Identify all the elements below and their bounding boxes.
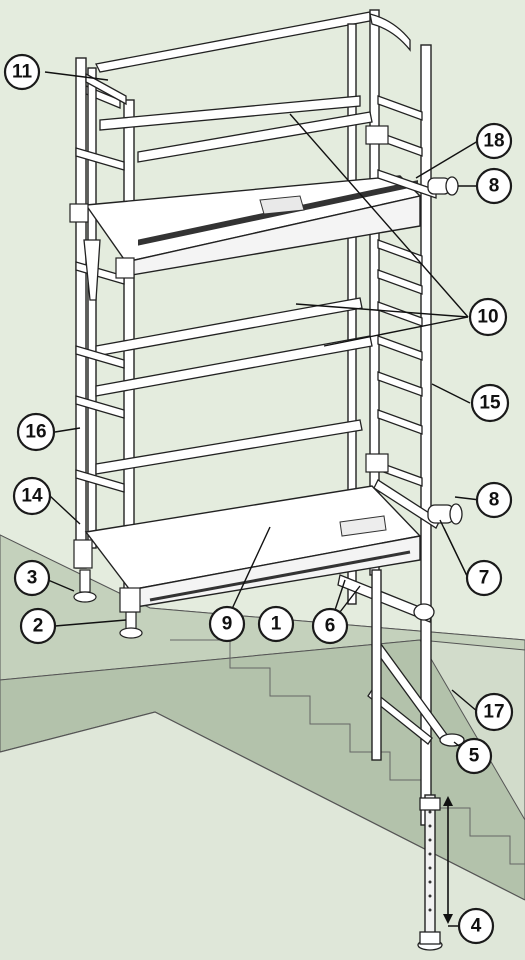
callout-18: 18	[475, 122, 513, 160]
callout-11: 11	[3, 53, 41, 91]
svg-text:11: 11	[12, 62, 33, 83]
svg-text:1: 1	[271, 614, 282, 635]
svg-text:6: 6	[325, 616, 336, 637]
svg-text:3: 3	[27, 568, 38, 589]
castor-wheels	[69, 203, 143, 639]
clamps	[365, 125, 463, 525]
callout-9: 9	[208, 605, 246, 643]
svg-text:8: 8	[489, 176, 500, 197]
callout-14: 14	[12, 476, 52, 516]
svg-text:16: 16	[25, 422, 46, 443]
callout-16: 16	[16, 412, 56, 452]
ladder-rungs	[377, 95, 423, 487]
leader-lines	[44, 71, 481, 927]
svg-text:4: 4	[471, 916, 482, 937]
callout-1: 1	[257, 605, 295, 643]
callout-6: 6	[311, 607, 349, 645]
scaffold-frame	[69, 9, 465, 951]
callout-5: 5	[455, 737, 493, 775]
stabiliser	[337, 569, 465, 761]
stair-side-wall	[0, 639, 525, 901]
svg-text:5: 5	[469, 746, 480, 767]
staircase	[0, 534, 525, 960]
back-right-post-inner	[347, 23, 357, 605]
callout-10: 10	[468, 297, 508, 337]
back-left-post	[75, 57, 87, 569]
callout-8-upper: 8	[475, 167, 513, 205]
lower-platform	[84, 485, 422, 609]
svg-text:10: 10	[477, 307, 498, 328]
adjustable-leg	[417, 794, 453, 951]
svg-text:14: 14	[21, 486, 43, 507]
callout-3: 3	[13, 559, 51, 597]
outrigger-post	[371, 569, 382, 761]
callout-4: 4	[457, 907, 495, 945]
upper-platform	[84, 175, 422, 277]
callout-17: 17	[474, 692, 514, 732]
svg-text:17: 17	[483, 702, 504, 723]
left-rungs	[75, 147, 125, 493]
svg-text:18: 18	[483, 131, 504, 152]
callout-15: 15	[470, 383, 510, 423]
svg-text:8: 8	[489, 490, 500, 511]
callout-8-lower: 8	[475, 481, 513, 519]
callout-7: 7	[465, 559, 503, 597]
upper-floor-edge	[0, 534, 525, 681]
svg-text:2: 2	[33, 616, 44, 637]
callout-2: 2	[19, 607, 57, 645]
svg-text:15: 15	[479, 393, 501, 414]
svg-text:7: 7	[479, 568, 490, 589]
svg-text:9: 9	[222, 614, 233, 635]
